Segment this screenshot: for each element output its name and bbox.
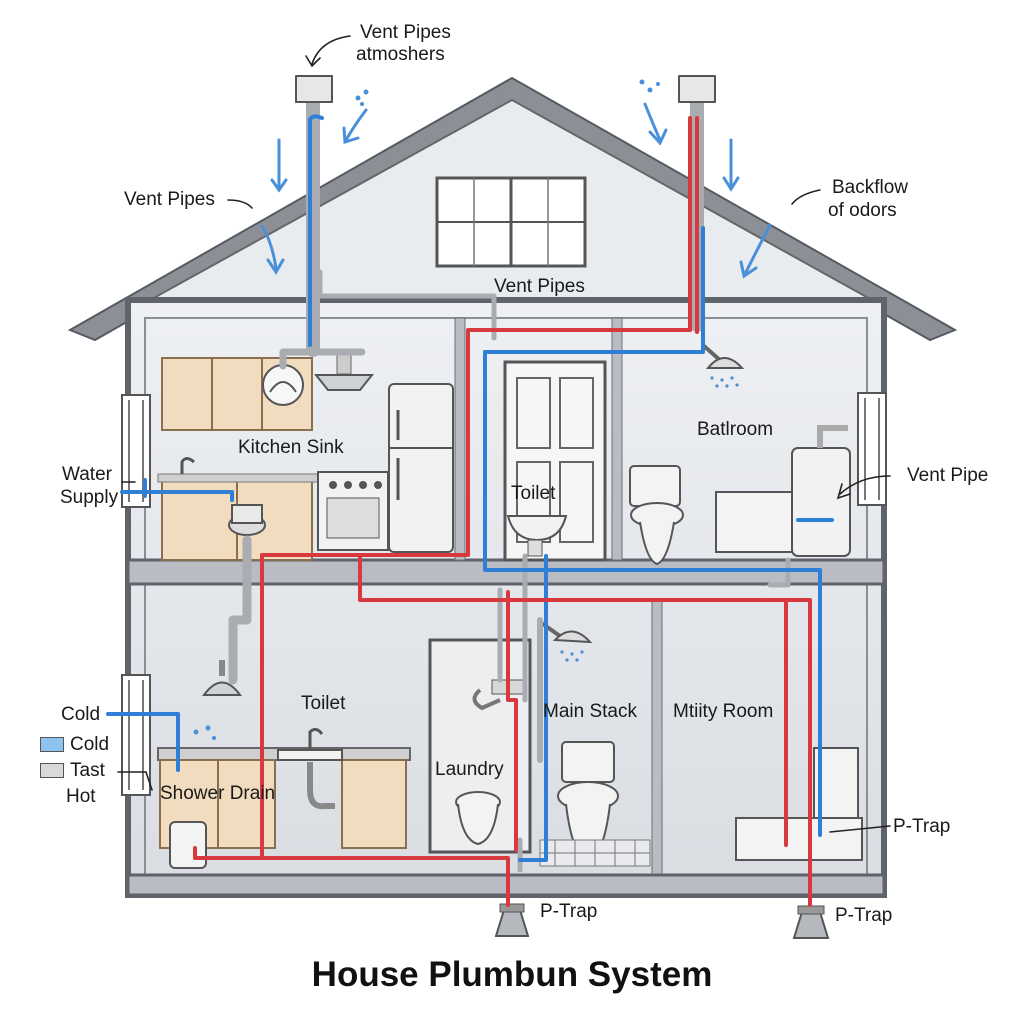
label-cold-top: Cold (61, 704, 101, 725)
label-vent-pipes-left: Vent Pipes (124, 189, 215, 210)
label-p-trap-right-wall: P-Trap (893, 816, 951, 837)
roof (67, 76, 958, 342)
stove-icon (317, 471, 389, 551)
refrigerator-icon (388, 383, 454, 553)
range-hood-icon (313, 351, 375, 391)
hot-water-pipes (193, 116, 812, 907)
cold-legend-feed (106, 712, 180, 772)
cold-main-stack (518, 554, 548, 862)
p-trap-center-icon (494, 903, 530, 937)
upper-middle-room (503, 360, 607, 562)
kitchen-sink-icon (262, 364, 304, 406)
disposal-unit-icon (228, 504, 266, 536)
label-bathroom: Batlroom (697, 419, 774, 440)
curve-arrow-right-3 (744, 223, 772, 274)
label-vent-pipes-center: Vent Pipes (494, 276, 585, 297)
legend-swatch-cold (40, 737, 64, 752)
kitchen-drain (228, 535, 252, 685)
cold-main-loop (483, 350, 822, 837)
tile-floor (539, 839, 651, 867)
window-right-upper (857, 392, 887, 506)
vent-branch-center (317, 269, 497, 341)
label-vent-pipe-right: Vent Pipe (907, 465, 989, 486)
label-vent-pipes-top: Vent Pipes (360, 22, 451, 43)
water-droplets (193, 79, 660, 740)
attic-window (435, 176, 587, 268)
water-heater-icon (791, 425, 851, 557)
partition-upper-left (454, 317, 466, 561)
airflow-arrows (260, 102, 772, 279)
label-backflow: Backflow (832, 177, 909, 198)
label-toilet-lower: Toilet (301, 693, 346, 714)
label-atmosphere: atmoshers (356, 44, 445, 65)
lower-sink-icon (277, 727, 343, 810)
kitchen (157, 351, 454, 561)
label-p-trap-bottom-center: P-Trap (540, 901, 598, 922)
hot-cross-floor (358, 553, 788, 847)
cold-supply-kitchen (120, 490, 234, 502)
diagram-title: House Plumbun System (311, 955, 713, 994)
hot-lower-loop (193, 846, 264, 860)
label-toilet-upper: Toilet (511, 483, 556, 504)
label-water: Water (62, 464, 112, 485)
hot-to-drain (260, 856, 510, 907)
kitchen-faucet (180, 457, 195, 474)
curve-arrow-right-1 (643, 102, 662, 142)
hot-to-utility (784, 598, 812, 907)
down-arrow-left-3 (260, 224, 278, 270)
legend-label-hot: Hot (66, 786, 96, 807)
laundry-door-icon (428, 638, 532, 854)
p-trap-right-icon (792, 905, 830, 939)
label-shower-drain: Shower Drain (160, 783, 276, 804)
vent-cap-left (295, 75, 333, 103)
legend-label-cold: Cold (70, 734, 110, 755)
label-kitchen-sink: Kitchen Sink (238, 437, 344, 458)
hot-to-laundry (506, 590, 518, 852)
cold-vent-left (308, 114, 324, 347)
label-supply: Supply (60, 487, 119, 508)
label-of-odors: of odors (828, 200, 897, 221)
legend-label-tast: Tast (70, 760, 105, 781)
upper-sink-icon (506, 515, 568, 557)
shower-drain-toilet-icon (169, 821, 207, 869)
laundry-fixture-icon (455, 791, 501, 846)
stack-drop-center (497, 553, 528, 873)
legend-swatch-tast (40, 763, 64, 778)
label-main-stack: Main Stack (543, 701, 637, 722)
partition-upper-right (611, 317, 623, 561)
cold-water-pipes (106, 114, 834, 862)
label-utility-room: Mtiity Room (673, 701, 774, 722)
bathroom-toilet-icon (629, 465, 684, 566)
label-p-trap-bottom-right: P-Trap (835, 905, 893, 926)
lower-cabinets-right (341, 759, 407, 849)
curve-arrow-left-2 (344, 108, 368, 142)
partition-lower (651, 599, 663, 879)
cold-to-shower (483, 226, 705, 354)
lower-left-ceiling-lamp-icon (202, 660, 242, 696)
lower-shower-head-icon (538, 620, 593, 662)
vent-cap-right (678, 75, 716, 103)
bathroom (629, 344, 851, 566)
kitchen-drain-vent (279, 348, 366, 370)
kitchen-countertop (157, 473, 319, 483)
callout-lines (117, 35, 891, 833)
hot-vent-right (260, 116, 692, 850)
window-left-lower (121, 674, 151, 796)
shower-head-icon (702, 344, 745, 388)
label-laundry: Laundry (435, 759, 504, 780)
